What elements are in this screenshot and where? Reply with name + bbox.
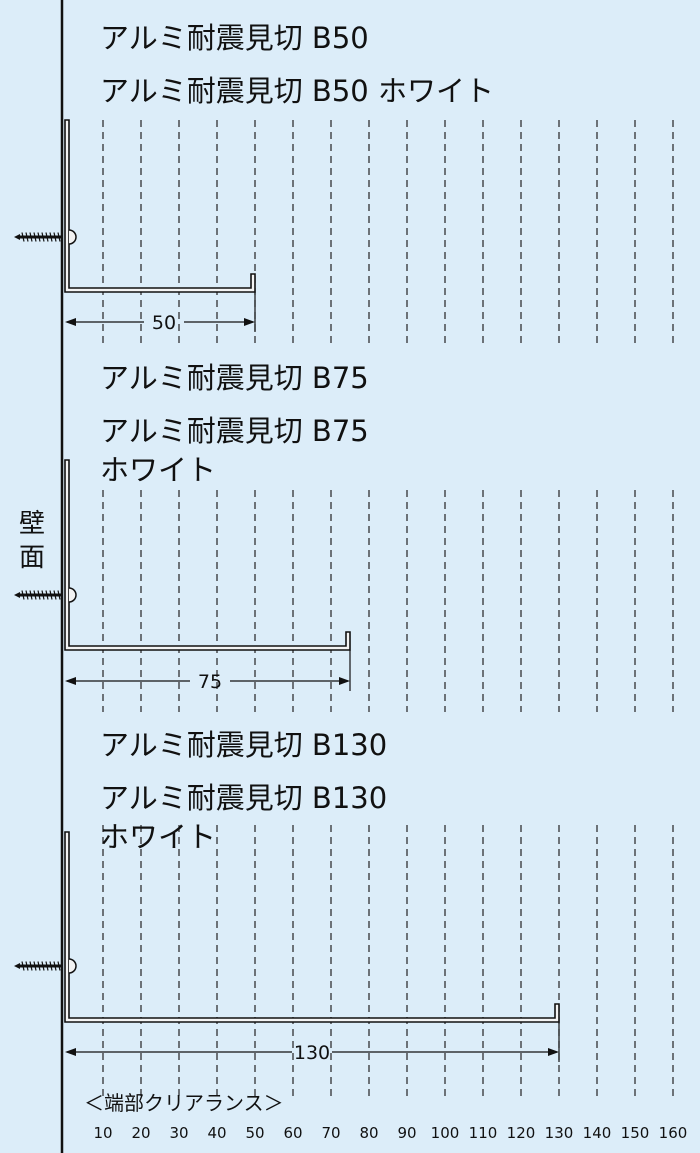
screw-thread [41,590,45,600]
screw-tip [14,592,20,598]
tick-label-100: 100 [431,1124,460,1142]
screw-tip [14,963,20,969]
l-profile [64,831,560,1023]
screw-head [68,587,77,603]
tick-label-40: 40 [207,1124,226,1142]
tick-label-80: 80 [359,1124,378,1142]
screw-thread [21,232,25,242]
tick-label-60: 60 [283,1124,302,1142]
product-title: アルミ耐震見切 B75 [100,361,369,395]
arrowhead-right [548,1048,559,1056]
screw-thread [33,590,37,600]
screw-icon [14,232,62,242]
screw-thread [29,961,33,971]
tick-label-160: 160 [659,1124,688,1142]
tick-label-30: 30 [169,1124,188,1142]
product-title: アルミ耐震見切 B50 [100,21,369,55]
screw-thread [21,961,25,971]
wall-label-2: 面 [19,543,45,573]
screw-thread [33,232,37,242]
arrowhead-left [65,1048,76,1056]
product-title: アルミ耐震見切 B75 [100,414,369,448]
tick-label-50: 50 [245,1124,264,1142]
product-b50: アルミ耐震見切 B50 アルミ耐震見切 B50 ホワイト 50 [14,21,494,334]
scale-tick-labels: 10 20 30 40 50 60 70 80 90 100 110 120 130 140 150 160 [93,1124,687,1142]
product-title: アルミ耐震見切 B130 [100,781,387,815]
screw-thread [41,232,45,242]
tick-label-120: 120 [507,1124,536,1142]
clearance-gridlines [102,120,674,1098]
screw-thread [33,961,37,971]
screw-thread [57,961,61,971]
dimension-label: 75 [198,671,222,693]
wall-label-1: 壁 [19,509,45,539]
screw-thread [25,590,29,600]
product-title: ホワイト [100,820,216,854]
arrowhead-left [65,677,76,685]
screw-thread [37,232,41,242]
screw-thread [25,961,29,971]
screw-thread [49,961,53,971]
arrowhead-right [244,318,255,326]
tick-label-110: 110 [469,1124,498,1142]
screw-tip [14,234,20,240]
tick-label-90: 90 [397,1124,416,1142]
scale-caption: ＜端部クリアランス＞ [84,1091,284,1115]
screw-head [68,229,77,245]
screw-thread [49,232,53,242]
screw-thread [57,232,61,242]
screw-thread [45,961,49,971]
product-title: ホワイト [100,453,216,487]
screw-icon [14,961,62,971]
l-profile [64,119,256,293]
screw-icon [14,590,62,600]
screw-thread [25,232,29,242]
tick-label-130: 130 [545,1124,574,1142]
screw-thread [53,961,57,971]
tick-label-20: 20 [131,1124,150,1142]
screw-thread [53,590,57,600]
product-b75: アルミ耐震見切 B75 アルミ耐震見切 B75 ホワイト 75 [14,361,369,693]
screw-thread [45,590,49,600]
dimension-label: 50 [152,312,176,334]
screw-thread [41,961,45,971]
screw-thread [37,961,41,971]
screw-thread [21,590,25,600]
dimension-label: 130 [294,1042,330,1064]
screw-thread [57,590,61,600]
arrowhead-left [65,318,76,326]
tick-label-70: 70 [321,1124,340,1142]
tick-label-10: 10 [93,1124,112,1142]
screw-thread [29,232,33,242]
product-b130: アルミ耐震見切 B130 アルミ耐震見切 B130 ホワイト 130 [14,728,560,1064]
screw-thread [53,232,57,242]
screw-thread [49,590,53,600]
tick-label-150: 150 [621,1124,650,1142]
l-profile [64,459,351,651]
screw-thread [45,232,49,242]
screw-head [68,958,77,974]
screw-thread [29,590,33,600]
screw-thread [37,590,41,600]
product-title: アルミ耐震見切 B130 [100,728,387,762]
tick-label-140: 140 [583,1124,612,1142]
product-title: アルミ耐震見切 B50 ホワイト [100,74,494,108]
arrowhead-right [339,677,350,685]
